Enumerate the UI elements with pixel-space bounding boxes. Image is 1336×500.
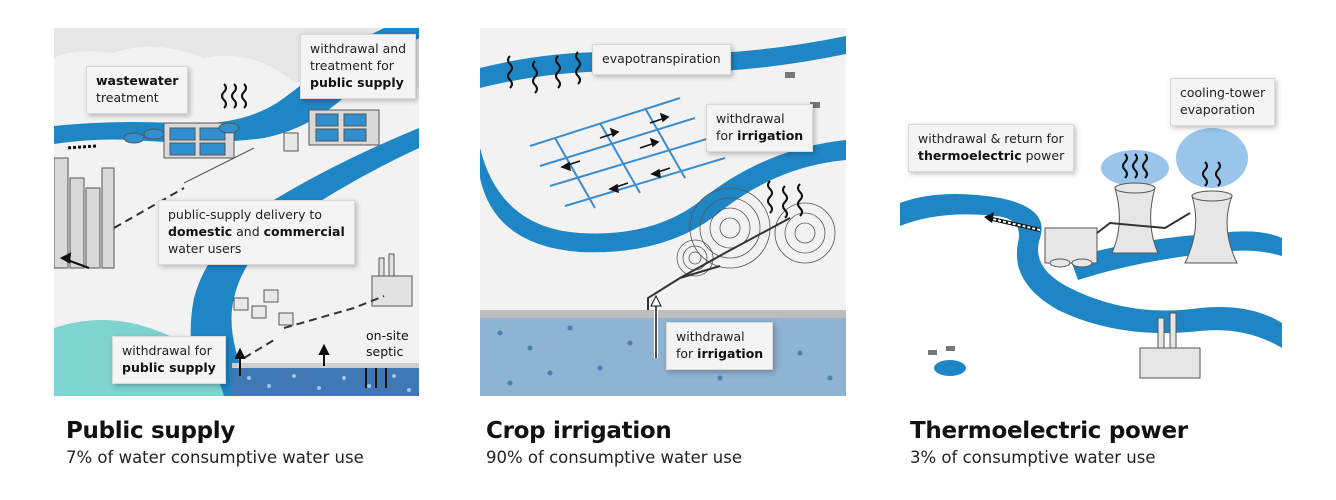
label-withdrawal-irrigation-bottom: withdrawal for irrigation: [666, 322, 774, 370]
groundwater-layer: [480, 318, 846, 396]
evapotranspiration-arrows: [507, 51, 803, 219]
panel-thermoelectric-power: cooling-tower evaporation withdrawal & r…: [900, 28, 1282, 396]
lower-river: [480, 140, 846, 253]
panel-public-supply: wastewater treatment withdrawal and trea…: [54, 28, 419, 396]
river: [900, 194, 1282, 348]
caption-crop-irrigation: Crop irrigation 90% of consumptive water…: [486, 418, 742, 467]
crop-irrigation-illustration: [480, 28, 846, 396]
label-wastewater-treatment: wastewater treatment: [86, 66, 189, 114]
caption-thermoelectric-power: Thermoelectric power 3% of consumptive w…: [910, 418, 1188, 467]
factory: [371, 253, 413, 307]
steam-cloud-right: [1176, 128, 1248, 188]
city-buildings: [54, 157, 115, 269]
label-withdrawal-irrigation-top: withdrawal for irrigation: [706, 104, 814, 152]
caption-title: Public supply: [66, 418, 236, 444]
caption-subtitle: 7% of water consumptive water use: [66, 448, 364, 467]
label-evapotranspiration: evapotranspiration: [592, 44, 731, 75]
caption-title: Thermoelectric power: [910, 418, 1188, 444]
label-withdrawal-public-supply: withdrawal for public supply: [112, 336, 226, 384]
label-withdrawal-return-thermoelectric: withdrawal & return for thermoelectric p…: [908, 124, 1075, 172]
label-withdrawal-treatment: withdrawal and treatment for public supp…: [300, 34, 417, 99]
factory: [1139, 312, 1201, 379]
steam-cloud-left: [1101, 150, 1169, 186]
treatment-tanks: [123, 109, 380, 159]
irrigation-grid: [529, 97, 726, 209]
panel-crop-irrigation: evapotranspiration withdrawal for irriga…: [480, 28, 846, 396]
cooling-towers: [1111, 182, 1238, 264]
evaporation-arrows: [221, 83, 247, 109]
label-onsite-septic: on-site septic: [366, 328, 409, 360]
caption-subtitle: 90% of consumptive water use: [486, 448, 742, 467]
pond: [934, 360, 966, 376]
label-public-supply-delivery: public-supply delivery to domestic and c…: [158, 200, 355, 265]
evaporation-arrows: [1122, 153, 1221, 187]
groundwater-layer: [232, 366, 419, 396]
caption-title: Crop irrigation: [486, 418, 672, 444]
caption-public-supply: Public supply 7% of water consumptive wa…: [66, 418, 364, 467]
caption-subtitle: 3% of consumptive water use: [910, 448, 1156, 467]
houses: [233, 289, 294, 326]
label-cooling-tower-evaporation: cooling-tower evaporation: [1170, 78, 1276, 126]
power-plant: [1044, 227, 1098, 268]
